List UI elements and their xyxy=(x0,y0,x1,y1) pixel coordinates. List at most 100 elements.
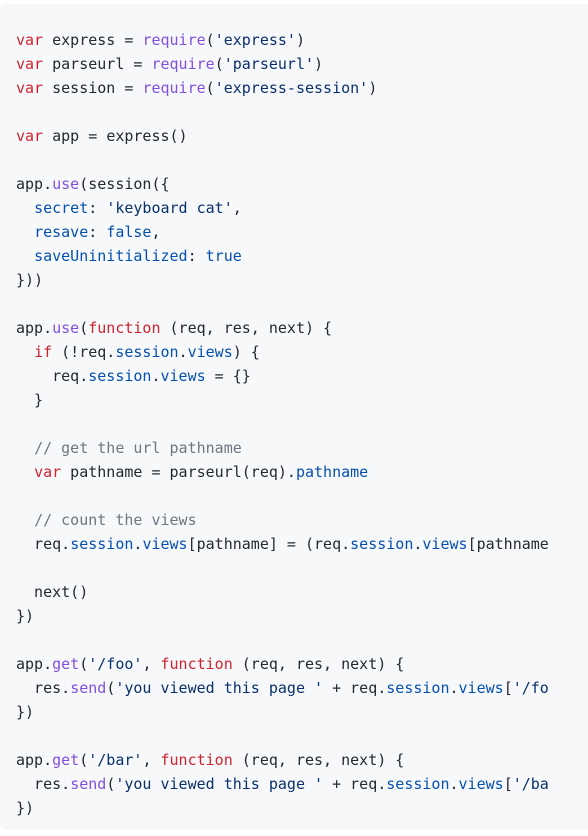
code-text: . xyxy=(133,535,143,553)
code-text: , xyxy=(232,199,242,217)
code-text: ( xyxy=(214,55,224,73)
string-token: '/foo' xyxy=(88,655,143,673)
code-line: }) xyxy=(16,700,549,724)
code-line: var pathname = parseurl(req).pathname xyxy=(16,460,549,484)
code-text: . xyxy=(178,343,188,361)
code-text: app. xyxy=(16,655,53,673)
code-text xyxy=(16,439,34,457)
property-token: saveUninitialized xyxy=(34,247,188,265)
code-text xyxy=(16,343,34,361)
code-text: : xyxy=(88,199,107,217)
code-text: (session({ xyxy=(79,175,170,193)
string-token: '/fo xyxy=(512,679,549,697)
code-line: })) xyxy=(16,268,549,292)
code-text: (req, res, next) { xyxy=(160,319,333,337)
code-text: (req, res, next) { xyxy=(232,655,405,673)
property-token: session xyxy=(115,343,179,361)
keyword-token: var xyxy=(16,55,44,73)
string-token: 'keyboard cat' xyxy=(106,199,233,217)
code-text: ) { xyxy=(232,343,260,361)
keyword-token: var xyxy=(34,463,62,481)
code-text: + req. xyxy=(323,775,387,793)
code-text: ( xyxy=(79,751,89,769)
property-token: session xyxy=(386,775,450,793)
keyword-token: function xyxy=(160,655,233,673)
code-line: app.get('/bar', function (req, res, next… xyxy=(16,748,549,772)
code-text: , xyxy=(142,655,161,673)
property-token: session xyxy=(88,367,152,385)
function-token: use xyxy=(52,175,80,193)
code-content: var express = require('express')var pars… xyxy=(16,28,549,820)
code-text: ( xyxy=(205,31,215,49)
code-text: session = xyxy=(43,79,143,97)
code-line: var app = express() xyxy=(16,124,549,148)
code-text: app. xyxy=(16,319,53,337)
code-line: res.send('you viewed this page ' + req.s… xyxy=(16,772,549,796)
keyword-token: var xyxy=(16,31,44,49)
code-line: saveUninitialized: true xyxy=(16,244,549,268)
code-line: secret: 'keyboard cat', xyxy=(16,196,549,220)
code-text xyxy=(16,463,34,481)
function-token: require xyxy=(142,79,206,97)
code-text: + req. xyxy=(323,679,387,697)
code-line: app.use(session({ xyxy=(16,172,549,196)
code-line: var express = require('express') xyxy=(16,28,549,52)
code-line: // get the url pathname xyxy=(16,436,549,460)
code-text: [ xyxy=(503,775,513,793)
function-token: send xyxy=(70,679,107,697)
string-token: 'you viewed this page ' xyxy=(115,775,324,793)
code-text: ) xyxy=(314,55,324,73)
code-line xyxy=(16,148,549,172)
code-text: . xyxy=(151,367,161,385)
code-text: : xyxy=(88,223,107,241)
code-text: app. xyxy=(16,175,53,193)
code-text: ( xyxy=(79,655,89,673)
property-token: views xyxy=(160,367,206,385)
code-text: }) xyxy=(16,703,35,721)
function-token: use xyxy=(52,319,80,337)
code-line xyxy=(16,412,549,436)
code-text: ) xyxy=(368,79,378,97)
constant-token: false xyxy=(106,223,152,241)
code-text: . xyxy=(449,679,459,697)
code-text: ( xyxy=(106,679,116,697)
code-text: ) xyxy=(295,31,305,49)
code-line xyxy=(16,100,549,124)
code-block: var express = require('express')var pars… xyxy=(0,4,588,830)
string-token: 'parseurl' xyxy=(223,55,315,73)
code-text: parseurl = xyxy=(43,55,152,73)
code-text: req. xyxy=(16,367,89,385)
code-line: app.use(function (req, res, next) { xyxy=(16,316,549,340)
function-token: send xyxy=(70,775,107,793)
code-text: app = xyxy=(43,127,107,145)
property-token: pathname xyxy=(295,463,369,481)
property-token: session xyxy=(70,535,134,553)
code-text: : xyxy=(187,247,206,265)
code-text: = {} xyxy=(205,367,251,385)
code-line: if (!req.session.views) { xyxy=(16,340,549,364)
code-line xyxy=(16,628,549,652)
comment-token: // get the url pathname xyxy=(34,439,242,457)
string-token: '/ba xyxy=(512,775,549,793)
code-line: var session = require('express-session') xyxy=(16,76,549,100)
function-token: get xyxy=(52,655,80,673)
code-text: res. xyxy=(16,775,71,793)
code-text: next() xyxy=(16,583,89,601)
code-line: req.session.views = {} xyxy=(16,364,549,388)
code-line: res.send('you viewed this page ' + req.s… xyxy=(16,676,549,700)
code-line: next() xyxy=(16,580,549,604)
code-text xyxy=(16,511,34,529)
code-text: express() xyxy=(106,127,188,145)
code-text: ( xyxy=(106,775,116,793)
code-text: , xyxy=(142,751,161,769)
property-token: session xyxy=(350,535,414,553)
code-line: req.session.views[pathname] = (req.sessi… xyxy=(16,532,549,556)
string-token: 'you viewed this page ' xyxy=(115,679,324,697)
comment-token: // count the views xyxy=(34,511,197,529)
code-text: ( xyxy=(205,79,215,97)
code-text: [pathname xyxy=(467,535,549,553)
code-text: }) xyxy=(16,607,35,625)
property-token: views xyxy=(187,343,233,361)
keyword-token: function xyxy=(88,319,161,337)
property-token: secret xyxy=(34,199,89,217)
